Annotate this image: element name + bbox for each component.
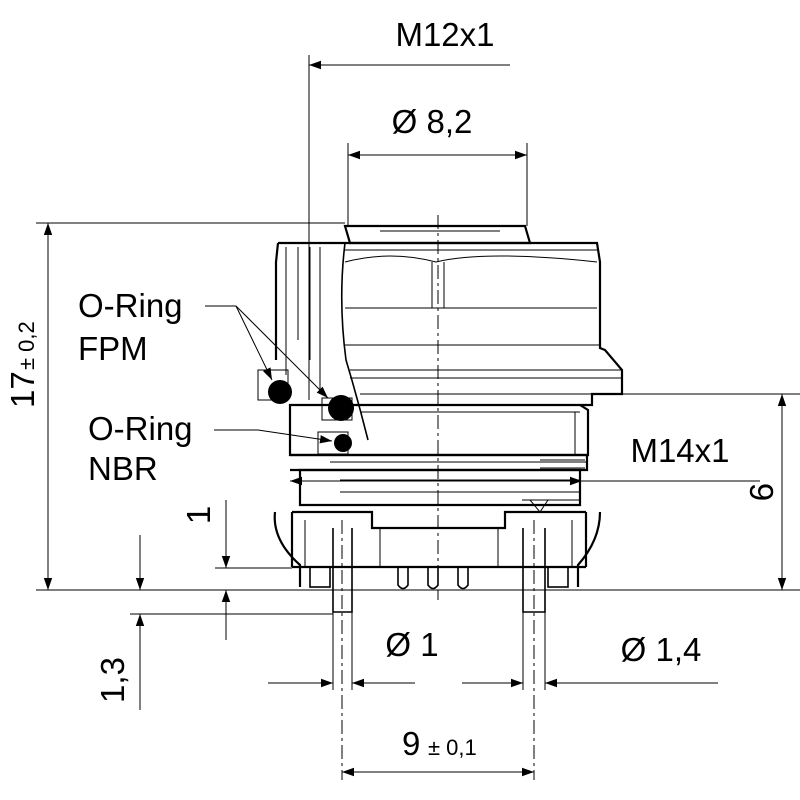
contact-carrier (273, 510, 602, 590)
nut-body (274, 224, 624, 441)
dim-height-17 (36, 222, 800, 591)
svg-text:± 0,2: ± 0,2 (14, 321, 39, 370)
label-oring-fpm-material: FPM (78, 330, 148, 367)
callout-oring-fpm: O-Ring FPM (78, 287, 329, 399)
label-dim-1-3: 1,3 (94, 657, 131, 703)
dim-1 (215, 500, 292, 640)
mounting-pins (332, 520, 546, 780)
label-pin-spacing: 9 ± 0,1 (402, 725, 477, 762)
dim-m12x1 (308, 55, 510, 400)
label-diameter-1: Ø 1 (385, 626, 438, 663)
label-m12x1: M12x1 (395, 16, 494, 53)
label-oring-fpm-title: O-Ring (78, 287, 183, 324)
label-height-17: 17 ± 0,2 (4, 321, 41, 408)
label-oring-nbr-title: O-Ring (88, 410, 193, 447)
oring-nbr (334, 434, 352, 452)
dim-diameter-8-2 (347, 143, 528, 226)
svg-text:9: 9 (402, 725, 420, 762)
label-m14x1: M14x1 (630, 432, 729, 469)
label-diameter-8-2: Ø 8,2 (392, 103, 473, 140)
svg-text:± 0,1: ± 0,1 (428, 735, 477, 760)
svg-text:17: 17 (4, 371, 41, 408)
label-diameter-1-4: Ø 1,4 (621, 631, 702, 668)
label-height-9: 9 (743, 483, 780, 501)
label-dim-1: 1 (180, 506, 217, 524)
dim-1-3 (130, 535, 333, 710)
oring-fpm-outer (268, 380, 292, 404)
label-oring-nbr-material: NBR (88, 450, 158, 487)
oring-fpm-inner (328, 395, 354, 421)
dim-height-9 (590, 393, 800, 590)
lower-housing (257, 369, 590, 513)
callout-oring-nbr: O-Ring NBR (88, 410, 333, 487)
